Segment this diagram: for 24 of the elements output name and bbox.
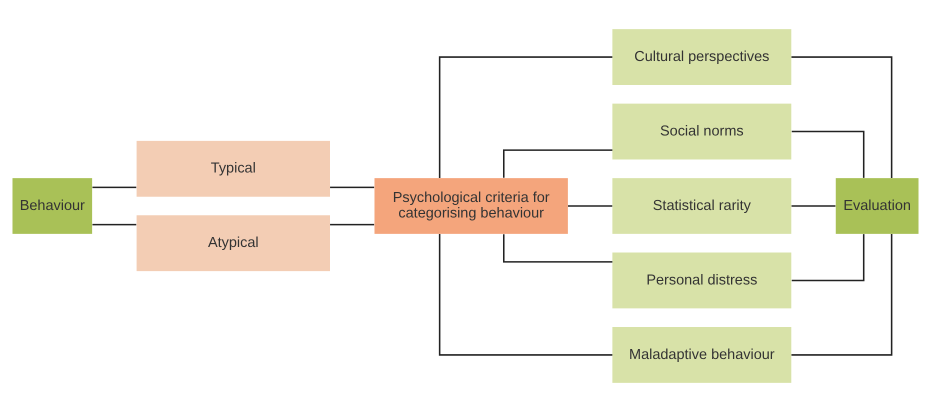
connector — [503, 148, 612, 178]
connector — [791, 234, 892, 356]
connector — [438, 56, 612, 178]
connector — [568, 204, 612, 206]
node-box: Evaluation — [836, 178, 919, 234]
connector — [330, 223, 374, 225]
connector — [791, 56, 892, 178]
node-box: Maladaptive behaviour — [612, 326, 792, 382]
node-box: Psychological criteria for categorising behaviour — [374, 178, 568, 234]
node-box: Atypical — [136, 214, 330, 271]
connector — [503, 234, 612, 262]
node-box: Personal distress — [612, 252, 792, 308]
node-box: Statistical rarity — [612, 178, 792, 234]
connector — [92, 186, 136, 188]
node-box: Cultural perspectives — [612, 28, 792, 84]
connector — [330, 186, 374, 188]
node-box: Typical — [136, 140, 330, 196]
connector — [792, 234, 864, 281]
connector — [92, 223, 136, 225]
node-box: Behaviour — [12, 178, 92, 234]
connector — [792, 204, 836, 206]
node-box: Social norms — [612, 103, 792, 159]
connector — [438, 234, 612, 356]
connector — [792, 130, 864, 178]
